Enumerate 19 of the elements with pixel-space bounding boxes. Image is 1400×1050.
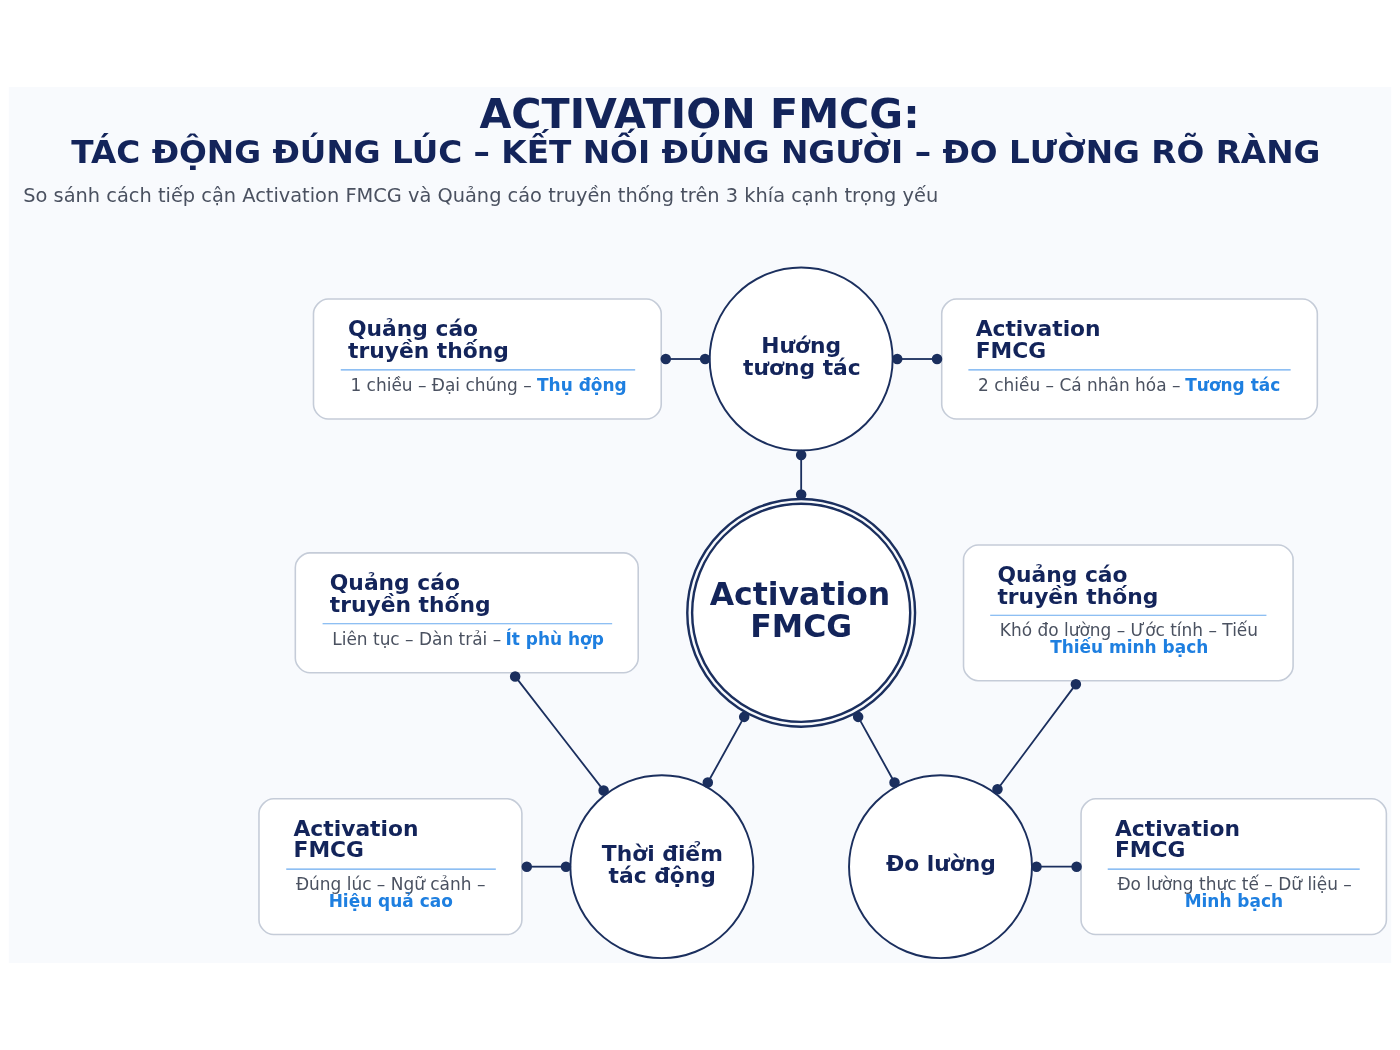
connector (702, 711, 750, 788)
connector (660, 353, 711, 365)
connector (992, 679, 1082, 795)
node-circle: Activation FMCG (686, 497, 917, 728)
node-circle: Hướng tương tác (708, 266, 894, 452)
connector (509, 671, 609, 796)
connector (852, 711, 900, 788)
connector (795, 449, 807, 500)
node-box: Quảng cáo truyền thống 1 chiều – Đại chúng – Thụ động (312, 298, 662, 420)
node-box: Quảng cáo truyền thống Liên tục – Dàn trải – Ít phù hợp (294, 552, 639, 674)
connector (891, 353, 943, 365)
node-box: Activation FMCG 2 chiều – Cá nhân hóa – Tương tác (940, 298, 1319, 420)
label: So sánh cách tiếp cận Activation FMCG và Quảng cáo truyền thống trên 3 khía cạnh trọng yếu (23, 183, 939, 207)
node-box: Activation FMCG Đo lường thực tế – Dữ liệu – Minh bạch (1080, 798, 1388, 936)
connector (1031, 861, 1082, 872)
node-box: Activation FMCG Đúng lúc – Ngữ cảnh – Hiệu quả cao (258, 798, 523, 936)
connector (521, 861, 572, 872)
node-box: Quảng cáo truyền thống Khó đo lường – Ước tính – Tiếu Thiếu minh bạch (962, 544, 1294, 682)
diagram-title: ACTIVATION FMCG: TÁC ĐỘNG ĐÚNG LÚC – KẾT NỐI ĐÚNG NGƯỜI – ĐO LƯỜNG RÕ RÀNG (71, 90, 1321, 171)
